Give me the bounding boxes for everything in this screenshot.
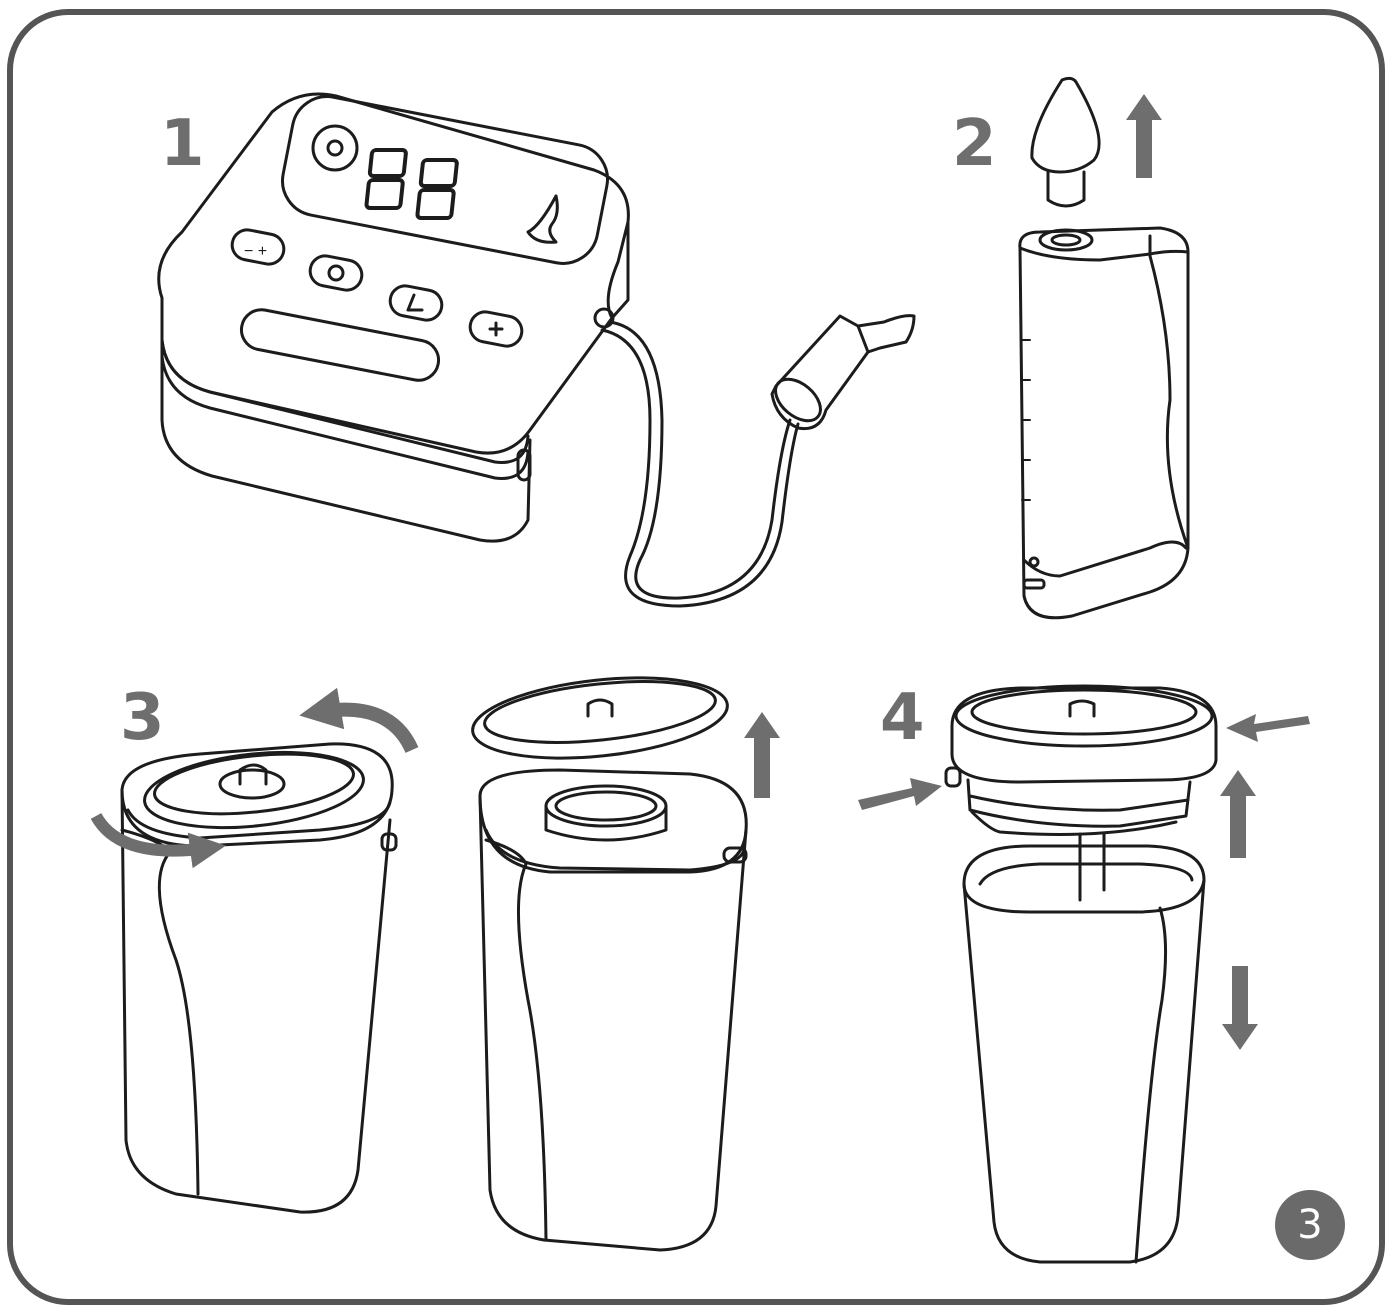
nose-icon (526, 194, 559, 244)
arrow-up-icon (1126, 94, 1162, 178)
compressor-unit: − + (157, 92, 916, 608)
arrow-up-icon (744, 712, 780, 798)
arrow-down-icon (1222, 966, 1258, 1050)
rotate-arrow-icon (90, 812, 226, 869)
step-number-2: 2 (952, 107, 997, 181)
flame-icon (406, 293, 424, 312)
bottle-twist-lid (120, 742, 398, 1214)
collection-bottle-step2 (1018, 226, 1190, 620)
rotate-arrow-icon (299, 687, 419, 754)
arrow-up-icon (1220, 770, 1256, 858)
plus-button (468, 310, 524, 348)
step-number-3: 3 (120, 681, 165, 755)
plus-icon (488, 321, 504, 337)
nasal-tip (1030, 76, 1101, 208)
power-button (308, 254, 364, 292)
bottle-base-step4 (962, 844, 1206, 1264)
segment-display (364, 148, 459, 220)
minus-plus-icon: − + (244, 243, 267, 260)
power-dial-icon (311, 124, 359, 172)
diagram-frame (7, 9, 1385, 1305)
power-icon (327, 264, 345, 282)
page-number-badge: 3 (1275, 1190, 1345, 1260)
minus-plus-button (230, 228, 286, 266)
step-number-4: 4 (880, 681, 925, 755)
flame-button (388, 284, 444, 322)
bottle-lift-lid (471, 676, 748, 1252)
lid-separation (944, 684, 1218, 902)
arrow-left-icon (1226, 714, 1310, 742)
arrow-right-icon (858, 778, 942, 810)
step-number-1: 1 (160, 107, 205, 181)
